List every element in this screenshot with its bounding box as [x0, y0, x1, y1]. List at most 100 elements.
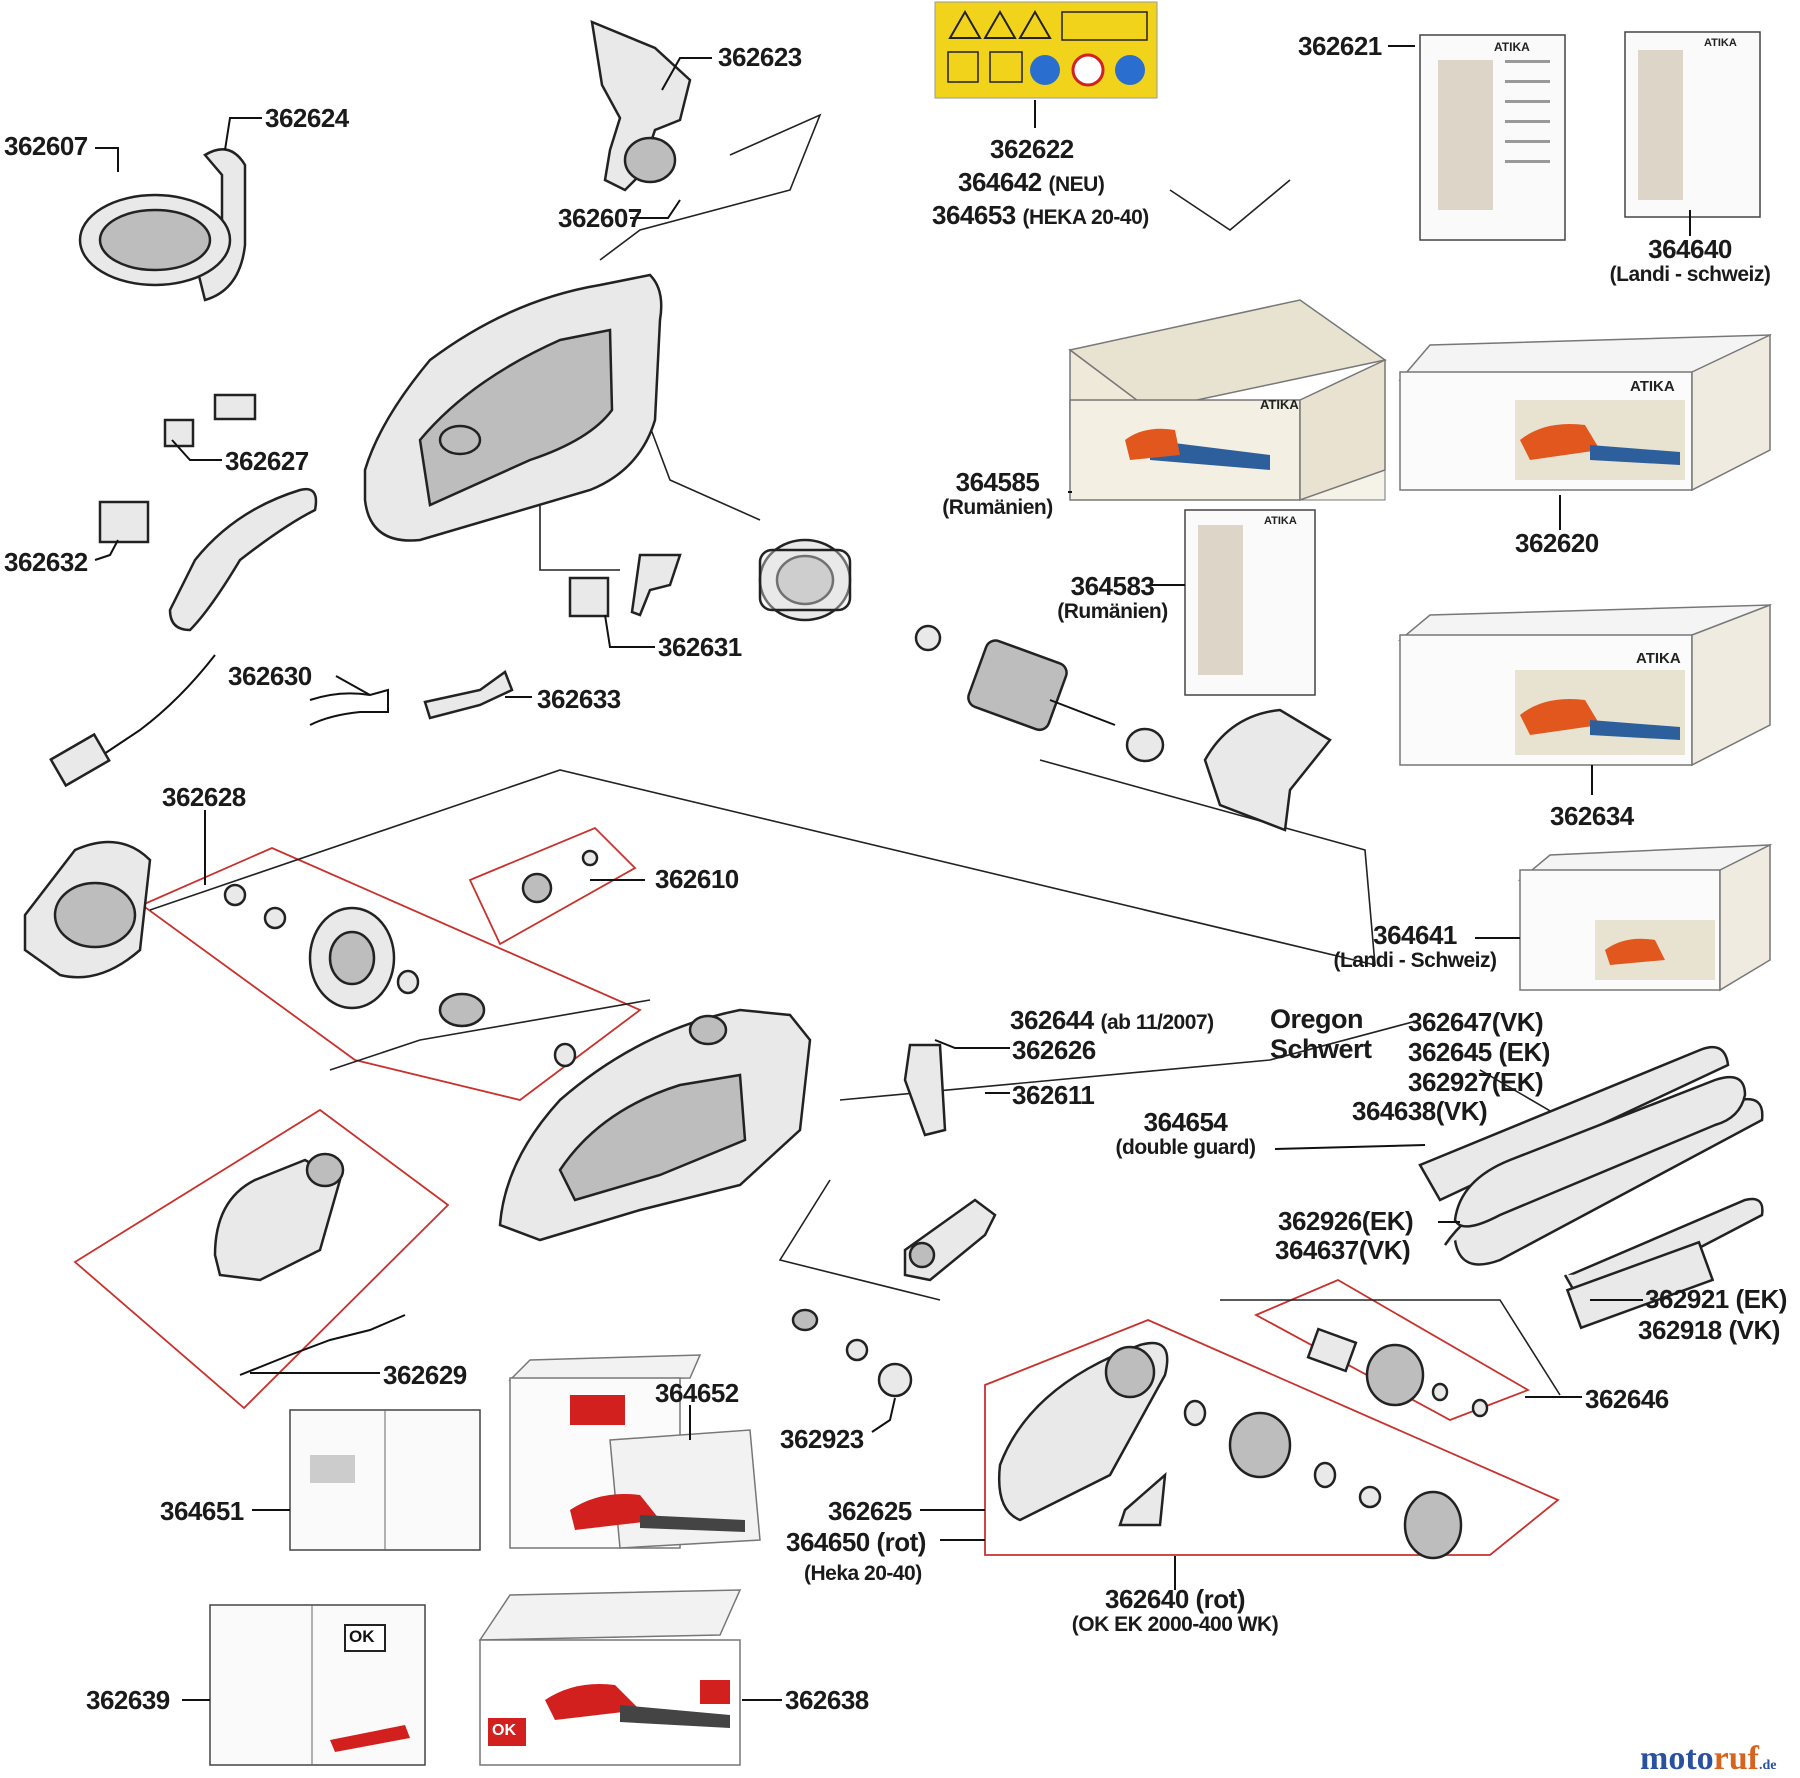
lever-part: [630, 553, 682, 617]
guide-line: [778, 1179, 941, 1301]
box-364585-brand: ATIKA: [1260, 397, 1299, 412]
bearing-part: [553, 1042, 577, 1068]
watermark-part1: moto: [1640, 1740, 1714, 1777]
oregon-bar-heading: Oregon Schwert: [1270, 1004, 1372, 1064]
box-362638-brand: OK: [492, 1722, 516, 1739]
part-number-362644-note: (ab 11/2007): [1100, 1011, 1215, 1034]
part-number-362622: 362622: [990, 134, 1074, 164]
part-number-364651: 364651: [160, 1496, 244, 1526]
part-number-362624: 362624: [265, 103, 349, 133]
part-number-364641: 364641 (Landi - Schweiz): [1320, 921, 1510, 973]
tension-wheel-part: [1228, 1411, 1292, 1479]
part-number-364585-value: 364585: [955, 467, 1040, 497]
box-362634-brand: ATIKA: [1636, 650, 1681, 667]
sprocket-part-362923: [877, 1362, 913, 1398]
box-362620-brand: ATIKA: [1630, 378, 1675, 395]
manual-364651: [289, 1409, 481, 1551]
manual-364583: [1184, 509, 1316, 696]
part-number-362640-note: (OK EK 2000-400 WK): [1071, 1613, 1279, 1636]
cover-insert-part: [1118, 1471, 1167, 1527]
part-number-364640: 364640 (Landi - schweiz): [1595, 235, 1785, 287]
part-number-362626: 362626: [1012, 1035, 1096, 1065]
cover-knob-part: [1403, 1490, 1463, 1560]
box-364652: [508, 1354, 761, 1549]
part-number-364641-value: 364641: [1373, 920, 1457, 950]
part-number-362640-value: 362640 (rot): [1105, 1584, 1245, 1614]
part-number-362607: 362607: [4, 131, 88, 161]
handle-cover-part-362623: [590, 19, 692, 192]
part-number-362630: 362630: [228, 661, 312, 691]
watermark-logo: motoruf.de: [1640, 1740, 1776, 1778]
part-number-362926: 362926(EK): [1278, 1206, 1414, 1236]
box-362634: [1397, 603, 1772, 767]
bearing-part-362610: [521, 872, 553, 904]
part-number-362629: 362629: [383, 1360, 467, 1390]
box-364641: [1517, 843, 1773, 992]
part-number-362620: 362620: [1515, 528, 1599, 558]
part-number-364637: 364637(VK): [1275, 1235, 1411, 1265]
bracket-part-362633: [423, 670, 514, 720]
part-number-364640-value: 364640: [1648, 234, 1732, 264]
oregon-bar-heading-line1: Oregon: [1270, 1004, 1364, 1034]
part-number-362610: 362610: [655, 864, 739, 894]
part-number-362638: 362638: [785, 1685, 869, 1715]
part-number-364653: 364653 (HEKA 20-40): [932, 201, 1149, 230]
part-number-364641-note: (Landi - Schweiz): [1333, 949, 1497, 972]
part-number-362632: 362632: [4, 547, 88, 577]
part-number-364654: 364654 (double guard): [1098, 1108, 1273, 1160]
callout-box-362610: [468, 826, 637, 946]
manual-362621: [1419, 34, 1566, 241]
callout-box-gear: [140, 847, 642, 1101]
part-number-364583-value: 364583: [1070, 571, 1155, 601]
ring-part: [1313, 1461, 1337, 1489]
stator-part: [758, 538, 852, 622]
power-cable-part: [49, 654, 216, 788]
part-number-364585: 364585 (Rumänien): [925, 468, 1070, 520]
part-number-362631: 362631: [658, 632, 742, 662]
part-number-362923: 362923: [780, 1424, 864, 1454]
guide-line: [1169, 179, 1291, 231]
manual-362639-brand: OK: [349, 1627, 375, 1646]
main-housing-part: [363, 273, 663, 542]
part-number-364583-note: (Rumänien): [1057, 600, 1168, 623]
part-number-362607-b: 362607: [558, 203, 642, 233]
oregon-bar-heading-line2: Schwert: [1270, 1034, 1372, 1064]
part-number-364585-note: (Rumänien): [942, 496, 1053, 519]
manual-364583-brand: ATIKA: [1264, 515, 1297, 527]
wire-part-362630: [309, 688, 389, 726]
part-number-362627: 362627: [225, 446, 309, 476]
part-number-364654-note: (double guard): [1115, 1136, 1256, 1159]
manual-364640-brand: ATIKA: [1704, 37, 1737, 49]
sprocket-cover-part: [998, 1341, 1169, 1522]
part-number-362644-value: 362644: [1010, 1005, 1094, 1035]
bearing-part: [223, 883, 247, 907]
ring-part: [1471, 1398, 1489, 1418]
part-number-362611: 362611: [1012, 1080, 1095, 1110]
sprocket-housing-part: [498, 1008, 812, 1242]
nut-part: [1358, 1485, 1382, 1509]
tensioner-part-362626: [903, 1043, 947, 1137]
watermark-part2: ruf: [1713, 1740, 1759, 1777]
part-number-364642-value: 364642: [958, 167, 1042, 197]
guide-line: [599, 113, 822, 261]
part-number-364640-note: (Landi - schweiz): [1609, 263, 1771, 286]
part-number-362639: 362639: [86, 1685, 170, 1715]
button-part-362631: [568, 576, 610, 618]
spring-part: [791, 1308, 819, 1332]
part-number-364642-note: (NEU): [1048, 173, 1105, 196]
oil-pipe-part: [239, 1314, 406, 1376]
part-number-362634: 362634: [1550, 801, 1634, 831]
guide-line: [839, 1019, 1421, 1101]
part-number-362625: 362625: [828, 1496, 912, 1526]
box-362638: [478, 1589, 742, 1766]
guide-line: [639, 399, 761, 521]
callout-box-handle: [73, 1108, 450, 1410]
part-number-362645: 362645 (EK): [1408, 1037, 1550, 1067]
bearing-part: [263, 906, 287, 930]
washer-part: [581, 849, 599, 867]
knob-part-362646: [1365, 1343, 1425, 1407]
ring-part: [1431, 1382, 1449, 1402]
part-number-362621: 362621: [1298, 31, 1382, 61]
